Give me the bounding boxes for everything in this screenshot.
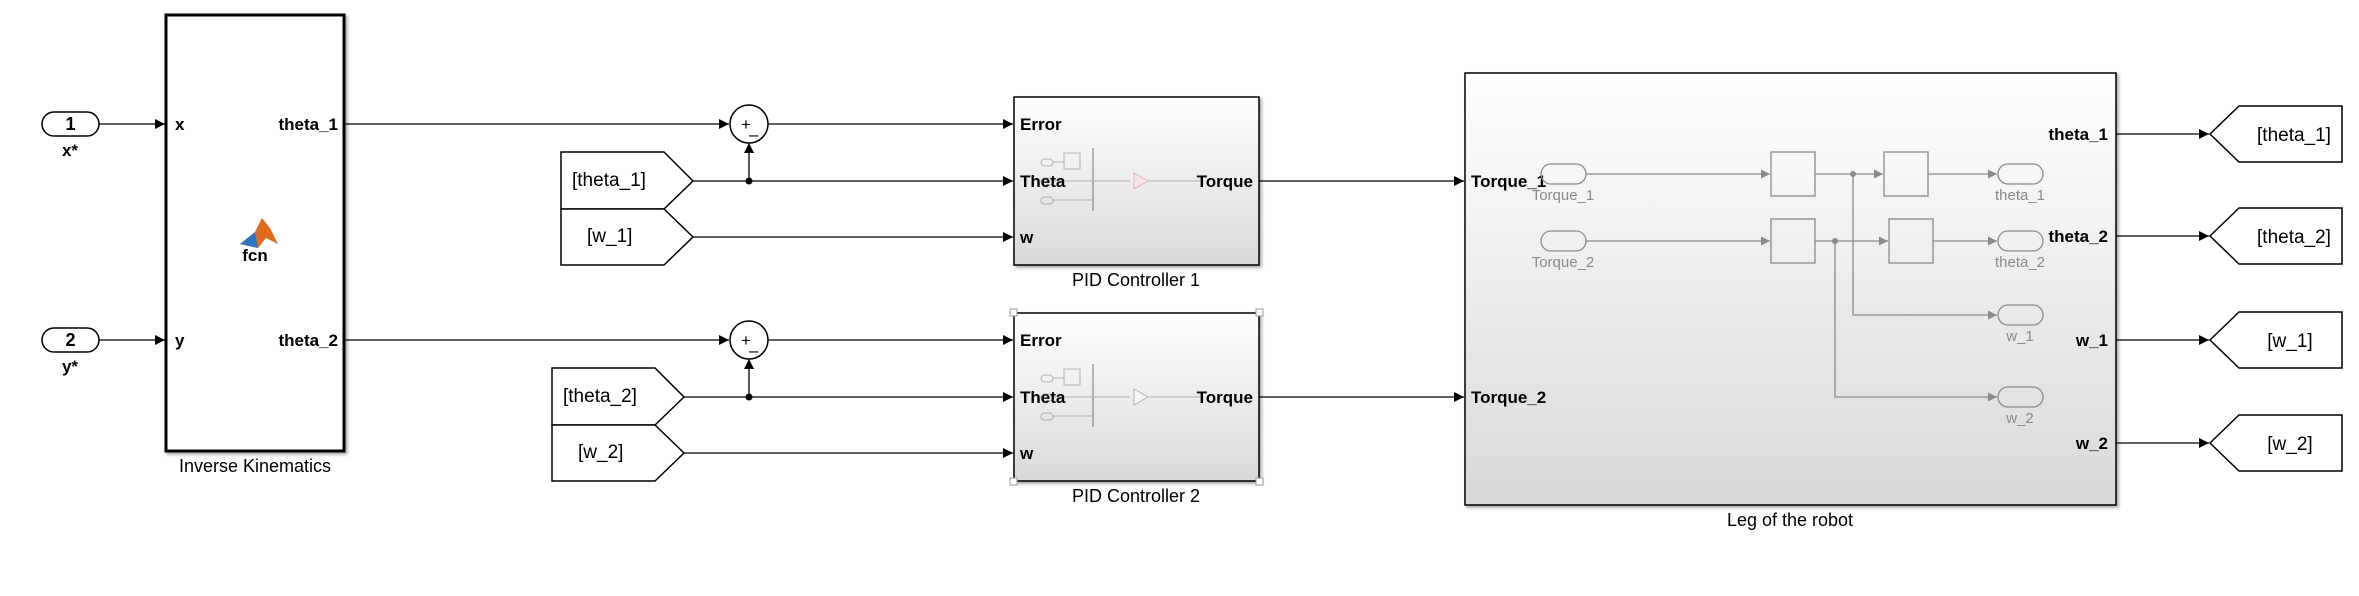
ik-out-port-theta-2: theta_2 [278, 331, 338, 350]
from-tag-w-2-label: [w_2] [578, 442, 623, 463]
pid-1-port-w: w [1019, 228, 1034, 247]
goto-tag-w-1-label: [w_1] [2267, 331, 2312, 352]
pid-1-inner-preview [1040, 148, 1200, 211]
pid-1-port-theta: Theta [1020, 172, 1066, 191]
pid-2-inner-preview [1040, 364, 1200, 427]
from-tag-w-2[interactable]: [w_2] [551, 424, 686, 482]
inport-1[interactable]: 1 x* [41, 111, 100, 160]
inport-1-label: x* [62, 141, 78, 160]
inport-2-label: y* [62, 357, 78, 376]
inport-2-number: 2 [65, 330, 75, 350]
goto-tag-w-1[interactable]: [w_1] [2208, 311, 2343, 369]
leg-inner-in-torque-2: Torque_2 [1532, 254, 1595, 271]
from-tag-w-1-label: [w_1] [587, 226, 632, 247]
from-tag-w-1[interactable]: [w_1] [560, 208, 695, 266]
inport-1-number: 1 [65, 114, 75, 134]
from-tag-theta-2-label: [theta_2] [563, 386, 637, 407]
sum-1-plus: + [741, 115, 751, 134]
leg-inner-out-w-1: w_1 [2005, 328, 2034, 345]
pid-1-port-torque: Torque [1197, 172, 1253, 191]
leg-out-port-theta-1: theta_1 [2048, 125, 2108, 144]
leg-inner-out-w-2: w_2 [2005, 410, 2034, 427]
from-tag-theta-1[interactable]: [theta_1] [560, 151, 695, 210]
leg-out-port-w-2: w_2 [2075, 434, 2108, 453]
goto-tag-theta-1-label: [theta_1] [2257, 125, 2331, 146]
pid-1-port-error: Error [1020, 115, 1062, 134]
sum-block-1[interactable]: + – [729, 104, 769, 144]
inport-2[interactable]: 2 y* [41, 327, 100, 376]
leg-out-port-theta-2: theta_2 [2048, 227, 2108, 246]
goto-tag-theta-2[interactable]: [theta_2] [2208, 207, 2343, 265]
pid-2-port-theta: Theta [1020, 388, 1066, 407]
inverse-kinematics-block[interactable]: x y theta_1 theta_2 fcn [164, 13, 346, 453]
pid-controller-1[interactable]: Error Theta w Torque [1013, 96, 1260, 266]
leg-inner-preview: Torque_1 Torque_2 theta_1 theta_2 w_1 [1532, 151, 2045, 427]
pid-2-caption: PID Controller 2 [1072, 486, 1200, 506]
leg-in-port-torque-1: Torque_1 [1471, 172, 1546, 191]
goto-tag-theta-1[interactable]: [theta_1] [2208, 105, 2343, 163]
from-tag-theta-2[interactable]: [theta_2] [551, 367, 686, 426]
sum-block-2[interactable]: + – [729, 320, 769, 360]
ik-caption: Inverse Kinematics [179, 456, 331, 476]
matlab-logo-icon [240, 218, 278, 248]
sum-1-minus: – [749, 125, 759, 144]
leg-in-port-torque-2: Torque_2 [1471, 388, 1546, 407]
pid-2-port-error: Error [1020, 331, 1062, 350]
pid-controller-2[interactable]: Error Theta w Torque [1009, 308, 1264, 486]
selection-handles[interactable] [1009, 308, 1264, 486]
pid-1-caption: PID Controller 1 [1072, 270, 1200, 290]
leg-inner-in-torque-1: Torque_1 [1532, 187, 1595, 204]
leg-caption: Leg of the robot [1727, 510, 1853, 530]
ik-out-port-theta-1: theta_1 [278, 115, 338, 134]
leg-of-robot-subsystem[interactable]: Torque_1 Torque_2 theta_1 theta_2 w_1 w_… [1464, 72, 2117, 506]
goto-tag-w-2[interactable]: [w_2] [2208, 414, 2343, 472]
leg-inner-out-theta-1: theta_1 [1995, 187, 2045, 204]
from-tag-theta-1-label: [theta_1] [572, 170, 646, 191]
sum-2-minus: – [749, 341, 759, 360]
sum-2-plus: + [741, 331, 751, 350]
ik-in-port-x: x [175, 115, 185, 134]
leg-out-port-w-1: w_1 [2075, 331, 2108, 350]
goto-tag-theta-2-label: [theta_2] [2257, 227, 2331, 248]
ik-in-port-y: y [175, 331, 185, 350]
pid-2-port-w: w [1019, 444, 1034, 463]
ik-fcn-label: fcn [242, 246, 268, 265]
leg-inner-out-theta-2: theta_2 [1995, 254, 2045, 271]
pid-2-port-torque: Torque [1197, 388, 1253, 407]
goto-tag-w-2-label: [w_2] [2267, 434, 2312, 455]
